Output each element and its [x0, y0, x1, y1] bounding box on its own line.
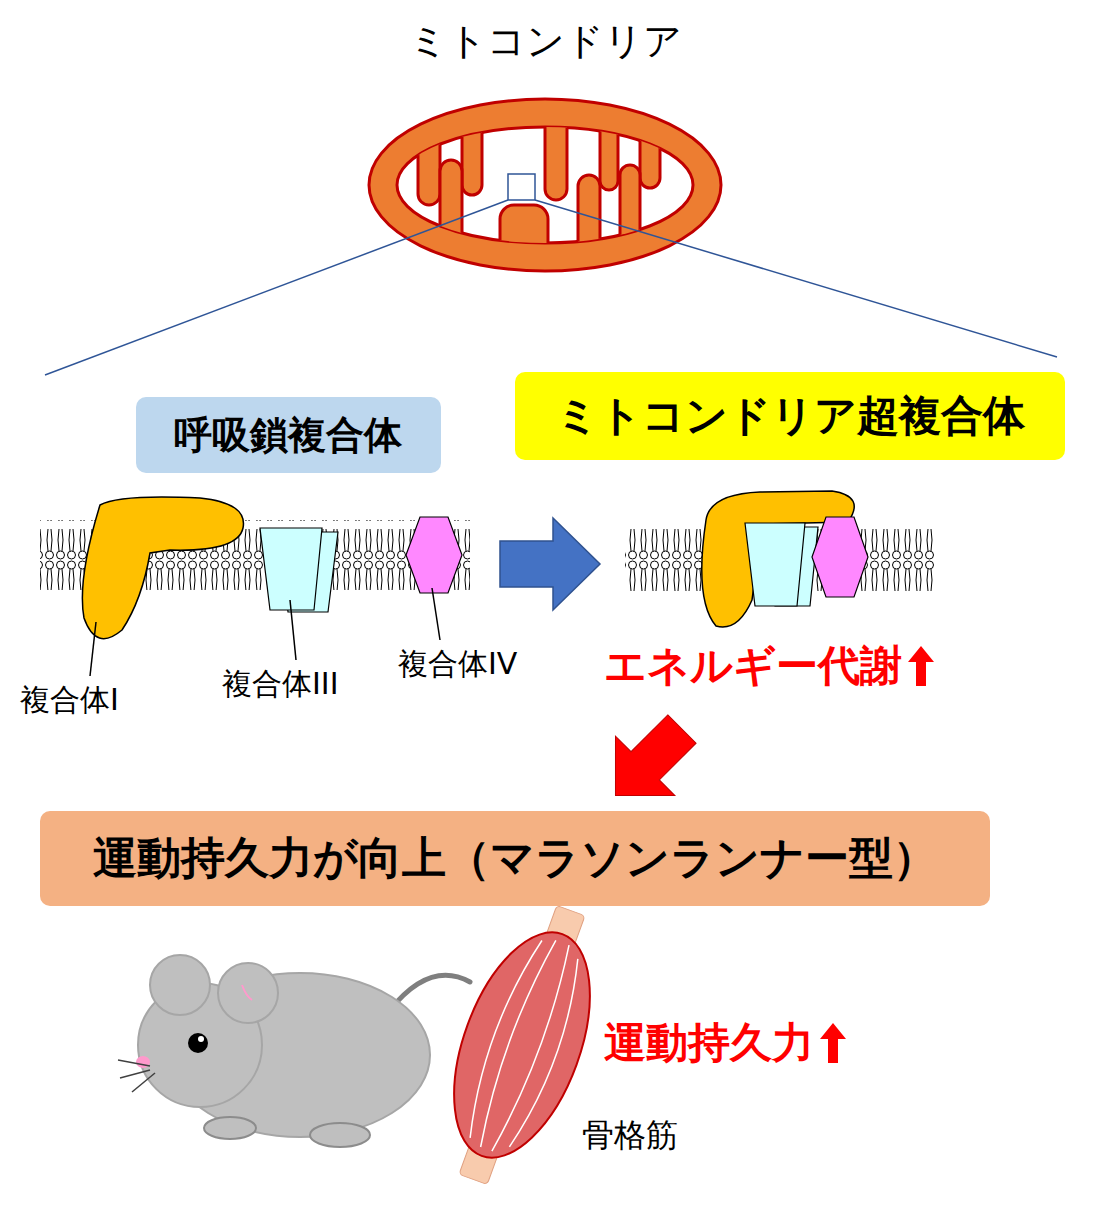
art-circle — [218, 963, 278, 1023]
diagram-title: ミトコンドリア — [409, 16, 682, 67]
complex-four — [406, 517, 462, 593]
result-arrow — [586, 699, 712, 825]
art-circle — [150, 955, 210, 1015]
art-g — [457, 932, 593, 1161]
part-label: 複合体IV — [398, 644, 517, 685]
label-text: エネルギー代謝 — [604, 638, 902, 694]
art-circle — [188, 1033, 208, 1053]
label-text: 骨格筋 — [582, 1114, 678, 1158]
leader-lines — [90, 588, 440, 676]
membrane-left — [40, 497, 470, 639]
art-path — [492, 944, 576, 1154]
complex-four — [812, 517, 868, 597]
art-rect — [620, 165, 640, 275]
part-label: 骨格筋 — [582, 1114, 678, 1158]
art-rect — [462, 100, 482, 195]
complex-one — [82, 497, 243, 639]
label-text: 複合体III — [222, 664, 339, 705]
art-rect — [600, 100, 618, 190]
mouse — [118, 955, 470, 1147]
art-line — [132, 1073, 155, 1092]
art-line — [432, 588, 440, 640]
effect-label: エネルギー代謝 — [604, 638, 936, 694]
art-ellipse — [310, 1123, 370, 1147]
art-ellipse — [204, 1117, 256, 1139]
up-arrow — [818, 1021, 848, 1065]
art-path — [509, 959, 589, 1151]
art-line — [118, 1060, 150, 1066]
label-text: 複合体IV — [398, 644, 517, 685]
complex-three — [260, 528, 322, 610]
art-line — [535, 200, 1057, 357]
mitochondrion — [369, 99, 721, 275]
label-text: 複合体I — [20, 680, 119, 721]
box-label: ミトコンドリア超複合体 — [556, 388, 1025, 444]
art-path — [458, 936, 542, 1138]
zoom-lines — [45, 200, 1057, 375]
up-arrow — [906, 644, 936, 688]
part-label: 複合体III — [222, 664, 339, 705]
art-polygon — [586, 699, 712, 825]
art-rect — [508, 174, 535, 200]
effect-label: 運動持久力 — [604, 1015, 848, 1071]
art-circle — [198, 1036, 204, 1042]
part-label: 複合体I — [20, 680, 119, 721]
art-line — [45, 200, 508, 375]
art-rect — [545, 100, 567, 200]
art-rect — [640, 100, 660, 188]
title-box: ミトコンドリア超複合体 — [515, 372, 1065, 460]
art-rect — [440, 160, 462, 270]
box-label: 運動持久力が向上（マラソンランナー型） — [93, 829, 937, 888]
up-arrow-shape — [908, 646, 934, 686]
art-rect — [578, 175, 600, 275]
title-box: 呼吸鎖複合体 — [136, 397, 441, 473]
membrane-right — [625, 491, 935, 627]
label-text: 運動持久力 — [604, 1015, 814, 1071]
art-line — [290, 600, 296, 660]
up-arrow-shape — [820, 1023, 846, 1063]
art-g — [118, 1060, 155, 1092]
art-g — [418, 100, 660, 275]
art-line — [90, 622, 96, 676]
art-ellipse — [369, 99, 721, 271]
art-path — [242, 985, 252, 1000]
transition-arrow — [500, 518, 600, 610]
complex-three — [745, 523, 805, 606]
art-line — [120, 1070, 150, 1078]
art-rect — [418, 100, 440, 205]
box-label: 呼吸鎖複合体 — [174, 410, 402, 461]
art-rect — [500, 205, 548, 265]
art-path — [472, 937, 556, 1147]
result-box: 運動持久力が向上（マラソンランナー型） — [40, 811, 990, 906]
